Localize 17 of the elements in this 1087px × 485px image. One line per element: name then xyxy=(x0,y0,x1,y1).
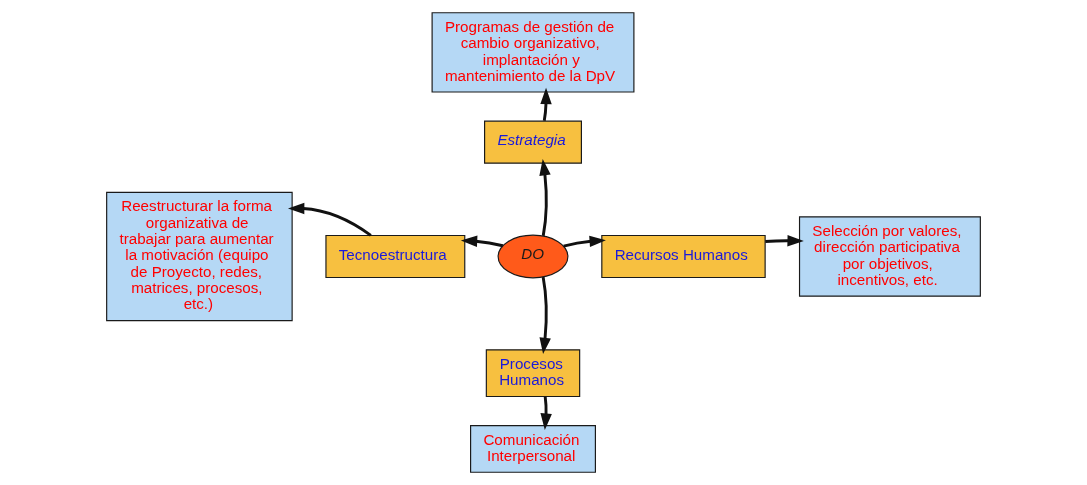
arrow xyxy=(540,396,552,430)
arrow xyxy=(539,276,551,355)
arrow xyxy=(539,159,551,237)
arrow xyxy=(765,235,804,247)
arrow xyxy=(540,87,552,122)
node-ellipse: DO xyxy=(497,234,569,279)
node-box: Programas de gestión de cambio organizativo, implantación y mantenimiento de la DpV xyxy=(431,12,635,93)
arrow xyxy=(460,235,504,248)
node-box: Estrategia xyxy=(484,120,582,164)
node-box: Selección por valores, dirección participativa por objetivos, incentivos, etc. xyxy=(798,216,981,297)
node-box: Tecnoestructura xyxy=(325,234,466,279)
arrow xyxy=(287,202,372,237)
node-box: Recursos Humanos xyxy=(601,234,766,279)
node-box: Comunicación Interpersonal xyxy=(470,425,596,473)
node-box: Reestructurar la forma organizativa de trabajar para aumentar la motivación (equipo de Proyecto, redes, matrices, procesos, etc.) xyxy=(106,191,293,322)
arrow xyxy=(563,235,606,248)
node-box: Procesos Humanos xyxy=(485,349,581,398)
